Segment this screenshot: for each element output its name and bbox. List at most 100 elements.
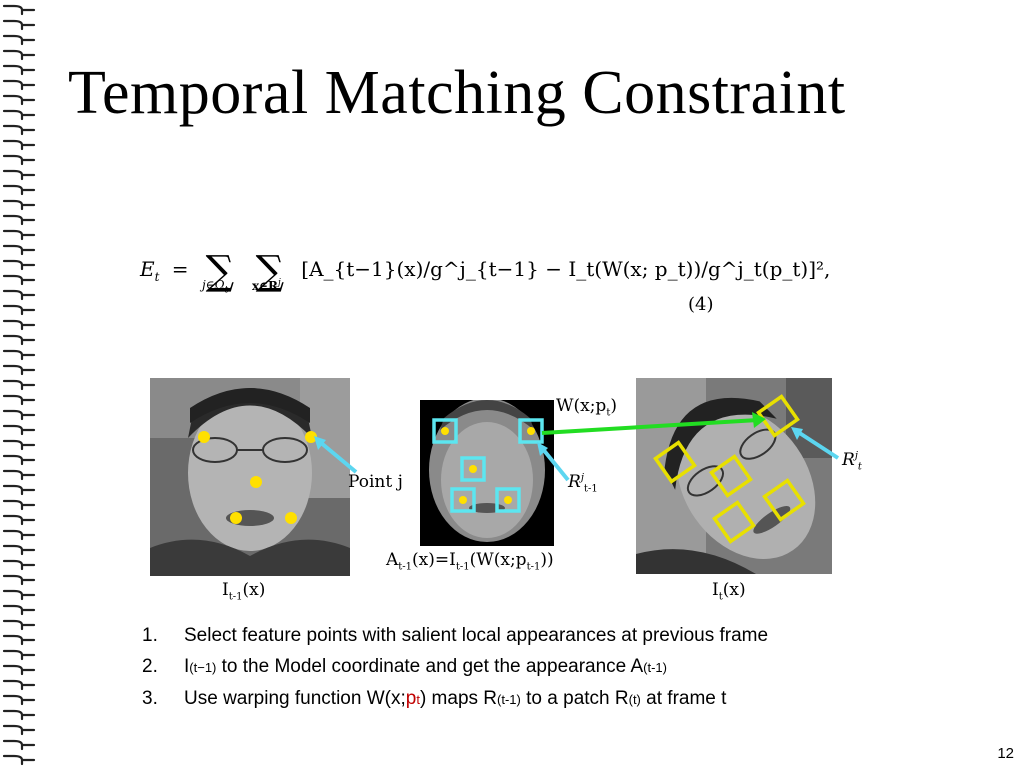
- equation-body: [A_{t−1}(x)/g^j_{t−1} − I_t(W(x; p_t))/g…: [301, 257, 830, 281]
- binding-coil: [4, 501, 34, 509]
- binding-coil: [4, 321, 34, 329]
- spiral-binding: [0, 0, 46, 768]
- binding-coil: [4, 441, 34, 449]
- list-text-highlight: p: [406, 688, 417, 709]
- binding-coil: [4, 96, 34, 104]
- binding-coil: [4, 756, 34, 764]
- list-sub: (t-1): [643, 660, 667, 675]
- binding-coil: [4, 366, 34, 374]
- list-sub: (t−1): [189, 660, 216, 675]
- equation-equals: =: [172, 257, 189, 281]
- caption-mid-a: A: [386, 550, 398, 570]
- equation-lhs: E: [140, 257, 155, 281]
- caption-mid-tail: (W(x;p: [470, 550, 527, 570]
- warp-arrow: [542, 420, 758, 433]
- binding-coil: [4, 276, 34, 284]
- binding-coil: [4, 186, 34, 194]
- binding-coil: [4, 576, 34, 584]
- list-text: Use warping function W(x;: [184, 688, 406, 709]
- caption-mid-sub2: t-1: [456, 561, 470, 572]
- binding-coil: [4, 516, 34, 524]
- sum-index-1-sub: t: [225, 285, 229, 295]
- binding-coil: [4, 141, 34, 149]
- binding-coil: [4, 396, 34, 404]
- caption-right-tail: (x): [723, 580, 746, 600]
- binding-coil: [4, 531, 34, 539]
- list-text: to a patch R: [521, 688, 629, 709]
- binding-coil: [4, 621, 34, 629]
- r-curr-label: Rjt: [842, 450, 862, 472]
- list-item: 1. Select feature points with salient lo…: [142, 620, 768, 651]
- binding-coil: [4, 336, 34, 344]
- binding-coil: [4, 636, 34, 644]
- list-text: at frame t: [641, 688, 727, 709]
- slide-title: Temporal Matching Constraint: [68, 58, 846, 129]
- r-curr-text: R: [842, 450, 855, 470]
- binding-coil: [4, 606, 34, 614]
- feature-point: [441, 427, 449, 435]
- binding-coil: [4, 546, 34, 554]
- feature-point: [459, 496, 467, 504]
- binding-coil: [4, 36, 34, 44]
- binding-coil: [4, 696, 34, 704]
- list-sub: (t-1): [497, 692, 521, 707]
- binding-coil: [4, 6, 34, 14]
- list-item: 3. Use warping function W(x;pt) maps R(t…: [142, 683, 768, 715]
- binding-coil: [4, 591, 34, 599]
- list-number: 3.: [142, 683, 158, 714]
- patch-box-yellow: [715, 503, 754, 542]
- r-prev-sup: j: [581, 472, 584, 483]
- list-item: 2. I(t−1) to the Model coordinate and ge…: [142, 651, 768, 683]
- sum-index-2: x∈Rj: [252, 278, 281, 293]
- model-appearance-caption: At-1(x)=It-1(W(x;pt-1)): [386, 550, 554, 572]
- binding-coil: [4, 291, 34, 299]
- binding-coil: [4, 81, 34, 89]
- warp-end: ): [610, 396, 617, 416]
- list-text: to the Model coordinate and get the appe…: [216, 656, 643, 677]
- point-j-label: Point j: [348, 472, 403, 492]
- point-arrow: [320, 442, 356, 472]
- binding-coil: [4, 351, 34, 359]
- caption-mid-end: )): [540, 550, 553, 570]
- page-number: 12: [997, 745, 1014, 762]
- caption-left-sub: t-1: [229, 591, 243, 602]
- steps-list: 1. Select feature points with salient lo…: [142, 620, 768, 715]
- binding-coil: [4, 411, 34, 419]
- caption-right-i: I: [712, 580, 719, 600]
- caption-left-tail: (x): [242, 580, 265, 600]
- binding-coil: [4, 111, 34, 119]
- binding-coil: [4, 561, 34, 569]
- warp-text: W(x;p: [556, 396, 606, 416]
- binding-coil: [4, 216, 34, 224]
- binding-coil: [4, 261, 34, 269]
- binding-coil: [4, 651, 34, 659]
- binding-coil: [4, 171, 34, 179]
- list-number: 2.: [142, 651, 158, 682]
- patch-box-yellow: [712, 457, 751, 496]
- current-frame-caption: It(x): [712, 580, 746, 602]
- binding-coil: [4, 21, 34, 29]
- list-text: Select feature points with salient local…: [184, 625, 768, 646]
- sum-index-1-text: j∈Ω: [202, 278, 225, 292]
- caption-mid-sub3: t-1: [527, 561, 541, 572]
- binding-coil: [4, 666, 34, 674]
- feature-point: [504, 496, 512, 504]
- equation-number: (4): [688, 294, 714, 315]
- binding-coil: [4, 486, 34, 494]
- list-sub: (t): [629, 692, 641, 707]
- binding-coil: [4, 456, 34, 464]
- binding-coil: [4, 246, 34, 254]
- binding-coil: [4, 66, 34, 74]
- sum-index-2-text: x∈R: [252, 279, 278, 293]
- binding-coil: [4, 726, 34, 734]
- r-prev-label: Rjt-1: [568, 472, 598, 494]
- caption-left-i: I: [222, 580, 229, 600]
- binding-coil: [4, 231, 34, 239]
- equation-lhs-sub: t: [155, 270, 160, 284]
- binding-coil: [4, 741, 34, 749]
- binding-coil: [4, 471, 34, 479]
- list-text: ) maps R: [420, 688, 497, 709]
- binding-coil: [4, 381, 34, 389]
- sum-index-2-sup: j: [278, 278, 281, 288]
- previous-frame-caption: It-1(x): [222, 580, 265, 602]
